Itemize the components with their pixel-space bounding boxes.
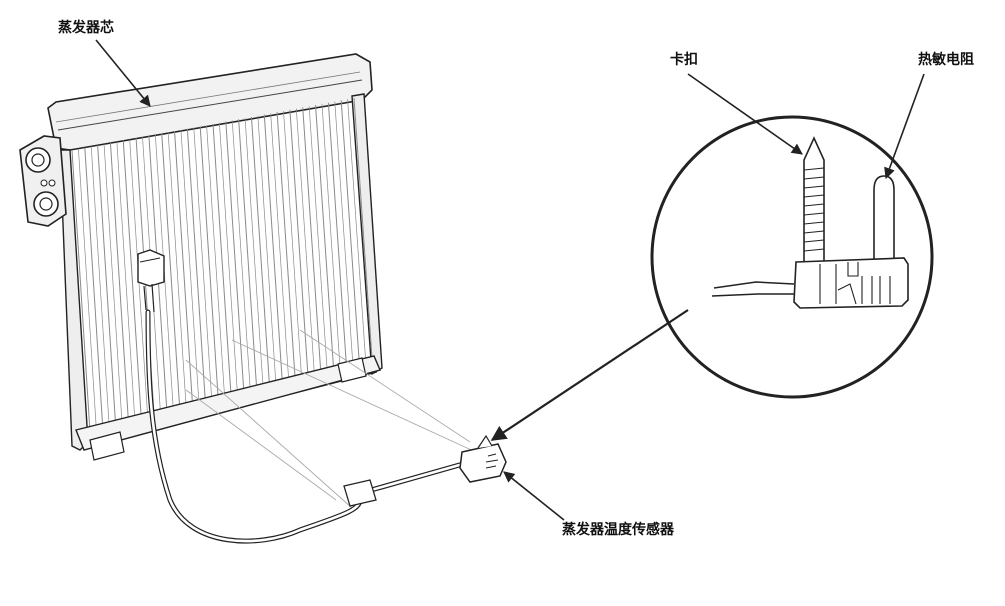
clip-rib xyxy=(803,239,825,243)
guide-lines xyxy=(185,329,481,509)
fin-line xyxy=(327,102,347,365)
fin-line xyxy=(244,118,264,387)
fin-line xyxy=(225,121,245,392)
leader-sensor xyxy=(503,471,565,521)
fin-line xyxy=(180,129,200,404)
fin-line xyxy=(84,147,104,429)
fin-line xyxy=(334,101,354,364)
magnified-detail-view xyxy=(650,115,934,399)
clip-rib xyxy=(803,176,825,180)
fin-line xyxy=(78,148,97,431)
fin-line xyxy=(295,108,315,374)
fin-line xyxy=(219,122,238,394)
fin-line xyxy=(321,103,341,367)
fin-line xyxy=(308,106,328,370)
fin-line xyxy=(116,141,136,421)
fin-line xyxy=(283,110,302,377)
fin-line xyxy=(161,133,181,409)
fin-line xyxy=(302,107,322,372)
clip-rib xyxy=(803,212,825,216)
clip-rib xyxy=(803,167,825,171)
fin-line xyxy=(167,132,187,407)
fin-line xyxy=(347,99,366,360)
label-clip: 卡扣 xyxy=(670,52,698,68)
fin-line xyxy=(174,131,194,406)
clip-ribs xyxy=(803,167,825,252)
fin-line xyxy=(257,115,277,384)
fin-line xyxy=(340,100,360,362)
fin-line xyxy=(199,126,219,399)
fin-line xyxy=(231,120,251,390)
label-evaporator-core: 蒸发器芯 xyxy=(58,20,114,36)
fin-line xyxy=(109,142,129,422)
clip-rib xyxy=(803,203,825,207)
fin-line xyxy=(122,140,142,419)
fin-line xyxy=(315,105,335,369)
sensor-wire-assembly xyxy=(145,309,507,544)
leader-lines xyxy=(95,39,925,521)
fin-line xyxy=(270,113,290,380)
fin-line xyxy=(353,97,373,359)
fin-line xyxy=(276,112,296,379)
fin-line xyxy=(206,125,225,397)
leader-thermistor xyxy=(884,73,925,180)
fin-line xyxy=(97,145,117,426)
fin-line xyxy=(193,127,213,401)
fin-line xyxy=(71,149,91,433)
fin-line xyxy=(212,123,232,396)
fin-line xyxy=(103,144,123,424)
fin-line xyxy=(250,116,270,385)
fin-line xyxy=(238,119,258,389)
label-evaporator-temp-sensor: 蒸发器温度传感器 xyxy=(562,522,674,538)
leader-evaporator-core xyxy=(95,39,151,107)
clip-rib xyxy=(803,248,825,252)
fin-line xyxy=(263,114,283,382)
fin-line xyxy=(90,146,110,427)
clip-rib xyxy=(803,221,825,225)
leader-detail xyxy=(490,309,689,441)
clip-rib xyxy=(803,194,825,198)
clip-rib xyxy=(803,185,825,189)
leader-clip xyxy=(687,73,803,155)
label-thermistor: 热敏电阻 xyxy=(918,52,974,68)
clip-rib xyxy=(803,230,825,234)
fin-line xyxy=(289,109,309,375)
evaporator-core-illustration xyxy=(19,53,383,461)
fin-line xyxy=(186,128,206,402)
